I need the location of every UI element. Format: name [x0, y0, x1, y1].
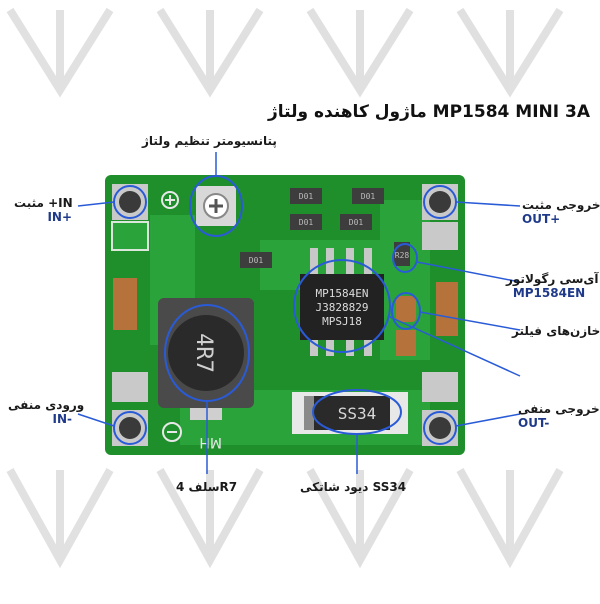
pad-in-pos-2: [111, 221, 149, 251]
resistor-label-4: D01: [349, 218, 364, 227]
filter-capacitors: [396, 296, 416, 356]
label-input-positive-en: IN+: [47, 210, 72, 224]
label-regulator-ic-fa: آی‌سی رگولاتور: [506, 272, 599, 286]
smd-resistors: [240, 188, 410, 268]
pad-out-pos-2: [422, 222, 458, 250]
label-output-negative-en: OUT-: [518, 416, 550, 430]
resistor-label-1: D01: [299, 192, 314, 201]
minus-symbol: [162, 422, 182, 442]
input-capacitor: [113, 278, 137, 330]
silkscreen-mark: MH: [199, 434, 222, 450]
plus-symbol: [161, 191, 179, 209]
watermark-pattern: [6, 7, 564, 569]
output-capacitor: [436, 282, 458, 336]
annotation-highlights: [113, 175, 457, 445]
pad-out-neg-2: [422, 372, 458, 402]
label-output-negative-fa: خروجی منفی: [518, 402, 600, 416]
label-output-negative: خروجی منفی OUT-: [518, 402, 600, 430]
resistor-label-5: D01: [249, 256, 264, 265]
regulator-ic: [300, 248, 384, 356]
label-input-negative-en: IN-: [52, 412, 73, 426]
pad-in-pos: [112, 184, 148, 220]
ic-marking-2: J3828829: [316, 301, 369, 314]
resistor-label-3: D01: [299, 218, 314, 227]
label-input-negative-fa: ورودی منفی: [8, 398, 85, 412]
page-title: ماژول کاهنده ولتاژ MP1584 MINI 3A: [268, 102, 590, 122]
inductor-marking: 4R7: [191, 333, 216, 373]
label-input-positive-fa: مثبت +IN: [14, 196, 73, 210]
pad-in-neg: [112, 410, 148, 446]
label-input-positive: مثبت +IN IN+: [14, 196, 73, 224]
resistor-label-2: D01: [361, 192, 376, 201]
leader-lines: [77, 152, 521, 474]
label-regulator-ic-en: MP1584EN: [512, 286, 586, 300]
ic-marking-3: MPSJ18: [322, 315, 362, 328]
label-input-negative: ورودی منفی IN-: [8, 398, 84, 426]
label-output-positive-fa: خروجی مثبت: [522, 198, 600, 212]
label-output-positive: خروجی مثبت OUT+: [522, 198, 600, 226]
label-regulator-ic: آی‌سی رگولاتور MP1584EN: [506, 272, 599, 300]
potentiometer: [196, 186, 236, 226]
diode-marking: SS34: [338, 404, 377, 423]
label-potentiometer: پتانسیومتر تنظیم ولتاژ: [142, 134, 277, 148]
pad-out-neg: [422, 410, 458, 446]
small-ic-label: R28: [395, 251, 410, 260]
pad-in-neg-2: [112, 372, 148, 402]
ic-marking-1: MP1584EN: [316, 287, 369, 300]
label-diode: دیود شاتکی SS34: [300, 480, 407, 494]
inductor: [158, 298, 254, 420]
label-filter-capacitors: خازن‌های فیلتر: [512, 324, 600, 338]
label-inductor: سلف 4R7: [176, 480, 238, 494]
pad-out-pos: [422, 184, 458, 220]
label-output-positive-en: OUT+: [522, 212, 561, 226]
